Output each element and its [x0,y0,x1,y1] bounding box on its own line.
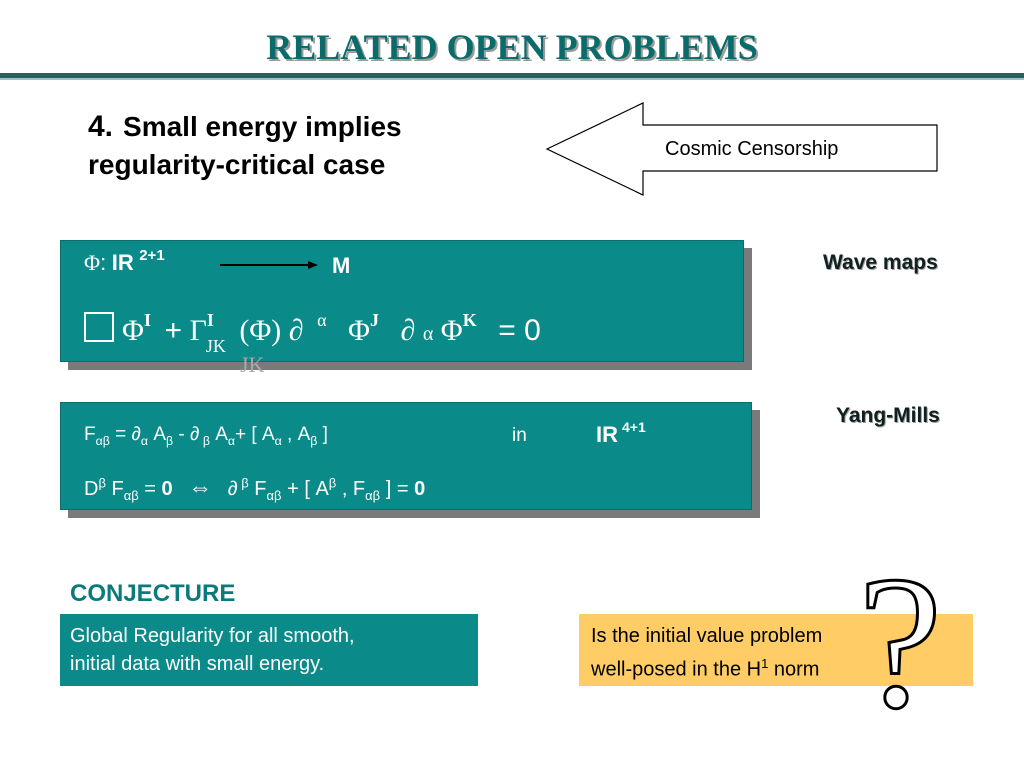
wave-map-definition: Φ: IR 2+1 [84,247,165,275]
problem-heading: 4. Small energy implies regularity-critic… [88,108,402,184]
wave-maps-ghost-text: JK [240,352,265,377]
cosmic-censorship-label: Cosmic Censorship [665,138,839,160]
yang-mills-equation: Dβ Fαβ = 0 ⇔ ∂ β Fαβ + [ Aβ , Fαβ ] = 0 [84,474,426,503]
conjecture-box: Global Regularity for all smooth, initia… [60,614,478,686]
question-line1: Is the initial value problem [591,625,823,647]
yang-mills-in-word: in [512,425,527,446]
yang-mills-box [60,402,752,510]
wave-map-equation: ΦI + ΓIJK (Φ) ∂ α ΦJ ∂ α ΦK = 0 [84,310,541,356]
question-box: Is the initial value problem well-posed … [579,614,973,686]
dalembertian-box-icon [84,312,114,342]
wave-maps-label: Wave maps [823,251,938,274]
problem-heading-line1: Small energy implies [123,111,402,142]
domain-exponent: 2+1 [139,247,165,264]
slide-title: RELATED OPEN PROBLEMS [266,27,758,67]
equivalence-icon: ⇔ [188,474,213,501]
problem-heading-line2: regularity-critical case [88,149,386,180]
domain-space: IR [111,250,134,275]
yang-mills-curvature: Fαβ = ∂α Aβ - ∂ β Aα+ [ Aα , Aβ ] [84,424,328,448]
target-manifold: M [332,253,351,278]
title-rule-highlight [0,78,1024,80]
conjecture-line1: Global Regularity for all smooth, [70,625,355,647]
conjecture-heading: CONJECTURE [70,580,236,607]
wave-maps-box [60,240,744,362]
map-arrow-icon [220,261,318,269]
title-rule [0,73,1024,78]
phi-symbol: Φ [84,250,101,275]
problem-number: 4. [88,110,114,143]
question-mark-icon: ? [856,538,943,748]
left-arrow-icon [545,102,938,196]
conjecture-line2: initial data with small energy. [70,653,325,675]
yang-mills-label: Yang-Mills [836,404,940,427]
